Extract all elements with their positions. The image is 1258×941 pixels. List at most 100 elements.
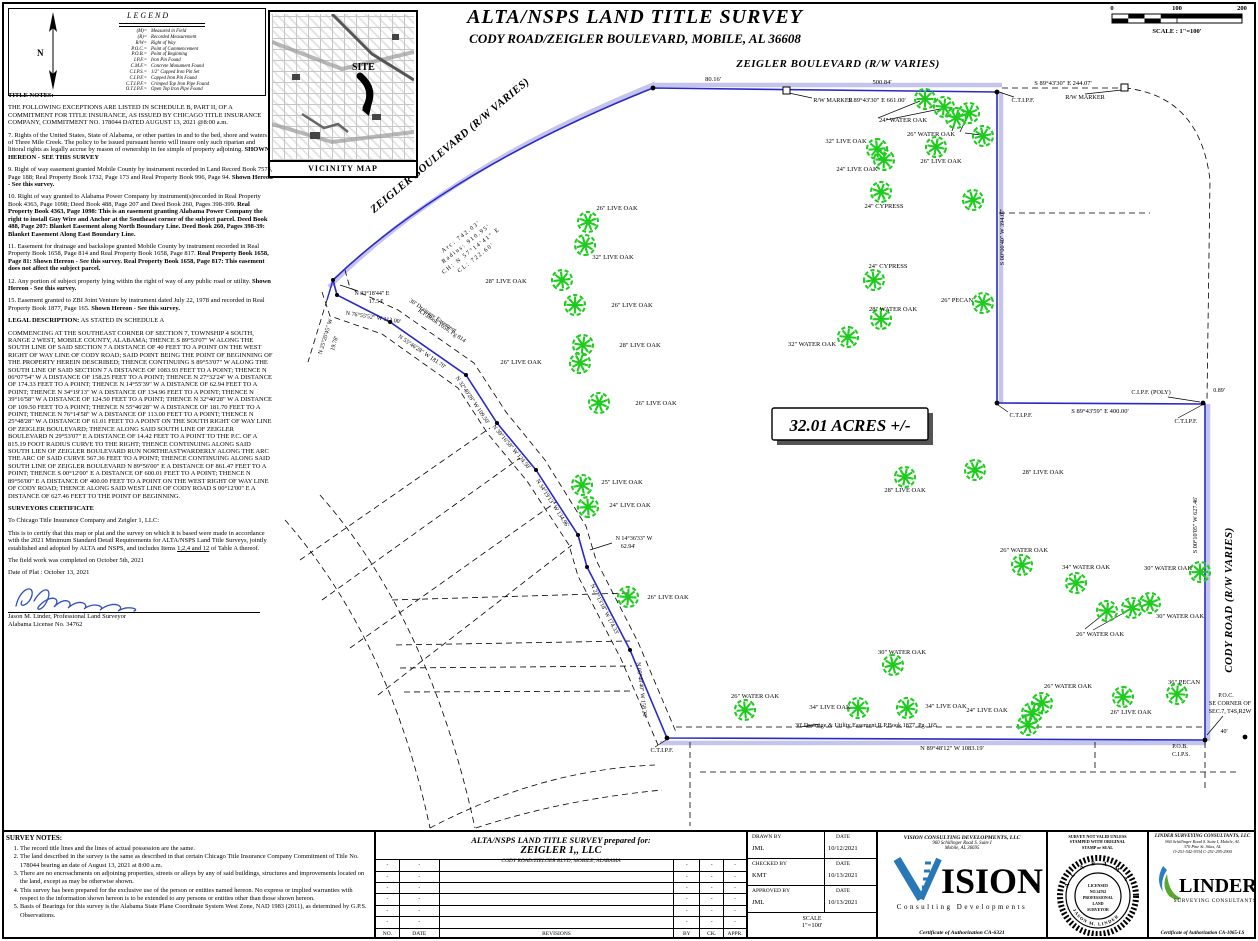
tree-label: 26" LIVE OAK	[920, 158, 962, 165]
note-paragraph: TITLE NOTES:	[8, 92, 54, 99]
linder-logo: LINDER SURVEYING CONSULTANTS	[1159, 866, 1257, 904]
north-arrow-icon: N	[37, 12, 57, 90]
tree-label: 28" LIVE OAK	[619, 342, 661, 349]
tree-icon	[546, 264, 578, 296]
revisions-section: ALTA/NSPS LAND TITLE SURVEY prepared for…	[376, 832, 748, 939]
tree-icon	[576, 495, 600, 519]
scale-label: SCALE	[802, 916, 822, 922]
tree-label: 24" LIVE OAK	[609, 502, 651, 509]
surveyor-signature	[15, 588, 137, 612]
legend-items: (M)=Measured in Field(R)=Recorded Measur…	[69, 29, 259, 93]
tree-label: 30" WATER OAK	[1156, 613, 1204, 620]
corner-markers	[331, 83, 1248, 743]
legend-title: LEGEND	[127, 11, 171, 20]
vicinity-caption: VICINITY MAP	[270, 160, 416, 176]
map-label: N 34°19'13" W 134.96'	[534, 478, 570, 529]
tree-icon	[879, 651, 907, 679]
survey-notes-list: The record title lines and the lines of …	[20, 845, 370, 920]
survey-note-item: This survey has been prepared for the ex…	[20, 887, 370, 904]
survey-notes-box: SURVEY NOTES: The record title lines and…	[2, 832, 376, 939]
map-label: S 89°43'59" E 400.00'	[1071, 408, 1128, 415]
map-label: S 00°00'40" W 394.07'	[999, 209, 1006, 266]
checked-by-row: CHECKED BY KMT DATE 10/13/2021	[748, 859, 876, 886]
revision-row: -----	[376, 870, 746, 883]
note-paragraph: The field work was completed on October …	[8, 556, 144, 564]
svg-text:LAND: LAND	[1092, 902, 1103, 906]
svg-text:SURVEYOR: SURVEYOR	[1087, 908, 1109, 912]
tree-icon	[566, 349, 594, 377]
scale-tick-0: 0	[1110, 5, 1113, 12]
vision-logo: ISION Consulting Developments	[893, 856, 1043, 911]
tree-icon	[955, 99, 983, 127]
tree-icon	[968, 121, 998, 151]
drawn-by-value: JML	[752, 845, 765, 852]
map-label: P.O.C.	[1218, 693, 1234, 699]
boundary-stub	[326, 279, 334, 301]
map-label: R.P.Book 1658, Pg 814	[417, 308, 467, 344]
map-label: C.T.I.P.F.	[651, 747, 674, 754]
map-label: 30' Drainage & Utility Easement R.P.Book…	[795, 722, 937, 729]
revision-row: -----	[376, 893, 746, 905]
seal-warning-2: STAMPED WITH ORIGINAL	[1069, 839, 1126, 845]
tree-label: 28" LIVE OAK	[1022, 469, 1064, 476]
tree-label: 26" LIVE OAK	[500, 359, 542, 366]
note-paragraph: 12. Any portion of subject property lyin…	[8, 277, 271, 292]
tree-icon	[923, 134, 949, 160]
tree-label: 32" WATER OAK	[788, 341, 836, 348]
drawn-date-label: DATE	[836, 834, 851, 840]
tree-label: 26" WATER OAK	[1000, 547, 1048, 554]
surveyor-license: Alabama License No. 34762	[8, 620, 83, 628]
tree-label: 36" PECAN	[1168, 679, 1200, 686]
note-paragraph: 11. Easement for drainage and backslope …	[8, 242, 269, 273]
tree-label: 26" LIVE OAK	[611, 302, 653, 309]
note-paragraph: This is to certify that this map or plat…	[8, 529, 267, 552]
surveyor-name: Jason M. Linder, Professional Land Surve…	[8, 613, 126, 621]
approved-date-value: 10/13/2021	[828, 899, 858, 906]
tree-icon	[960, 455, 990, 485]
tree-label: 30" WATER OAK	[1144, 565, 1192, 572]
svg-text:ISION: ISION	[941, 861, 1043, 901]
sheet-subtitle: CODY ROAD/ZEIGLER BOULEVARD, MOBILE, AL …	[469, 31, 801, 46]
tree-label: 30" WATER OAK	[878, 649, 926, 656]
linder-section: LINDER SURVEYING CONSULTANTS, LLC 960 Sc…	[1149, 832, 1257, 939]
map-label: N 33°18'44" E	[355, 290, 390, 297]
revision-row: -----	[376, 916, 746, 928]
tree-icon	[567, 470, 597, 500]
note-paragraph: 10. Right of way granted to Alabama Powe…	[8, 193, 268, 238]
revision-row: -----	[376, 859, 746, 871]
acreage-label: 32.01 ACRES +/-	[788, 416, 910, 435]
svg-text:SURVEYING CONSULTANTS: SURVEYING CONSULTANTS	[1174, 898, 1256, 904]
vision-company: VISION CONSULTING DEVELOPMENTS, LLC	[903, 835, 1021, 841]
map-label: C.T.I.P.F.	[1175, 418, 1198, 425]
tree-label: 26" WATER OAK	[731, 693, 779, 700]
project-location: CODY ROAD/ZIELGER BLVD, MOBILE, ALABAMA	[501, 858, 621, 864]
vicinity-overlay: SITE	[272, 14, 414, 145]
svg-text:Consulting Developments: Consulting Developments	[897, 903, 1027, 911]
tree-label: 28" LIVE OAK	[485, 278, 527, 285]
map-label: N 39°16'58" W 124.50'	[491, 423, 532, 470]
checked-by-value: KMT	[752, 872, 767, 879]
map-label: 0.89'	[1213, 388, 1225, 394]
scale-tick-200: 200	[1237, 5, 1247, 12]
note-paragraph: SURVEYORS CERTIFICATE	[8, 504, 94, 512]
approvals-section: DRAWN BY JML DATE 10/12/2021 CHECKED BY …	[748, 832, 878, 939]
vision-section: VISION CONSULTING DEVELOPMENTS, LLC 960 …	[878, 832, 1048, 939]
note-paragraph: THE FOLLOWING EXCEPTIONS ARE LISTED IN S…	[8, 104, 262, 127]
note-paragraph: COMMENCING AT THE SOUTHEAST CORNER OF SE…	[8, 329, 273, 500]
tree-label: 26" PECAN	[941, 297, 973, 304]
survey-note-item: Basis of Bearings for this survey is the…	[20, 903, 370, 920]
tree-label: 24" LIVE OAK	[966, 707, 1008, 714]
survey-note-item: The land described in the survey is the …	[20, 853, 370, 870]
tree-icon	[729, 694, 761, 726]
tree-icon	[892, 693, 922, 723]
seal-warning-3: STAMP or SEAL	[1081, 844, 1114, 850]
tree-icon	[892, 464, 918, 490]
svg-text:LINDER: LINDER	[1179, 875, 1256, 897]
seal-section: SURVEY NOT VALID UNLESS STAMPED WITH ORI…	[1048, 832, 1149, 939]
map-label: P.O.B.	[1172, 744, 1188, 750]
note-paragraph: 7. Rights of the United States, State of…	[8, 131, 270, 161]
tree-label: 26" WATER OAK	[1076, 631, 1124, 638]
svg-text:NO.34762: NO.34762	[1089, 890, 1106, 894]
acreage-box: 32.01 ACRES +/-	[771, 407, 933, 445]
